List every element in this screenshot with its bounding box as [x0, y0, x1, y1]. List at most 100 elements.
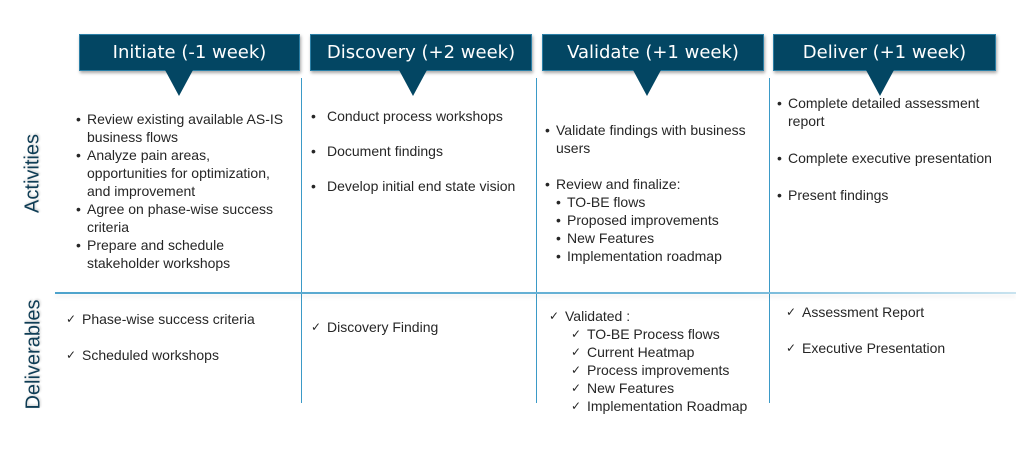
check-icon: ✓	[571, 381, 582, 395]
item-text: TO-BE flows	[567, 194, 646, 210]
deliverable-item: ✓ Process improvements	[549, 361, 769, 379]
activity-item: • Analyze pain areas, opportunities for o…	[76, 146, 291, 200]
item-text: Process improvements	[587, 362, 730, 378]
bullet-icon: •	[556, 194, 561, 210]
item-text: Complete executive presentation	[788, 150, 992, 166]
item-text: Conduct process workshops	[327, 108, 503, 124]
bullet-icon: •	[777, 150, 782, 166]
item-text: Scheduled workshops	[82, 347, 219, 363]
phase-header-deliver: Deliver (+1 week)	[773, 34, 996, 71]
deliverables-discovery: ✓ Discovery Finding	[311, 318, 531, 336]
item-text: Implementation roadmap	[567, 248, 722, 264]
check-icon: ✓	[571, 363, 582, 377]
check-icon: ✓	[66, 312, 77, 326]
item-text: Document findings	[327, 143, 443, 159]
item-text: Executive Presentation	[802, 340, 946, 356]
item-text: Validated :	[565, 308, 631, 324]
item-text: Complete detailed assessment report	[788, 95, 980, 129]
activity-item: • Review existing available AS-IS busines…	[76, 110, 291, 146]
deliverable-item: ✓ Executive Presentation	[786, 339, 1014, 357]
deliverable-item: ✓ Scheduled workshops	[66, 346, 296, 364]
activity-item: •New Features	[545, 229, 767, 247]
item-text: Assessment Report	[802, 304, 925, 320]
item-text: New Features	[567, 230, 655, 246]
activity-item: • Complete executive presentation	[777, 149, 1013, 167]
phase-pointer-deliver	[866, 70, 894, 96]
bullet-icon: •	[545, 176, 550, 192]
check-icon: ✓	[571, 345, 582, 359]
item-text: Discovery Finding	[327, 319, 439, 335]
activity-item: • Complete detailed assessment report	[777, 94, 1013, 130]
check-icon: ✓	[571, 327, 582, 341]
check-icon: ✓	[311, 320, 322, 334]
phase-title: Deliver (+1 week)	[802, 42, 967, 63]
item-text: Implementation Roadmap	[587, 398, 748, 414]
column-divider	[536, 78, 537, 403]
deliverable-item: ✓ Current Heatmap	[549, 343, 769, 361]
activity-item: • Develop initial end state vision	[311, 177, 531, 195]
row-label-activities: Activities	[21, 134, 44, 213]
phase-pointer-discovery	[399, 70, 427, 96]
deliverables-deliver: ✓ Assessment Report ✓ Executive Presentatio…	[786, 303, 1014, 357]
activity-item: •Proposed improvements	[545, 211, 767, 229]
item-text: Review and finalize:	[556, 176, 681, 192]
deliverable-item: ✓ Phase-wise success criteria	[66, 310, 296, 328]
bullet-icon: •	[777, 95, 782, 111]
deliverable-item: ✓ Implementation Roadmap	[549, 397, 769, 415]
phase-title: Validate (+1 week)	[567, 42, 739, 63]
item-text: Analyze pain areas, opportunities for op…	[87, 147, 270, 199]
item-text: TO-BE Process flows	[587, 326, 720, 342]
item-text: Current Heatmap	[587, 344, 695, 360]
item-text: Phase-wise success criteria	[82, 311, 255, 327]
bullet-icon: •	[76, 201, 81, 217]
deliverables-validate: ✓ Validated : ✓ TO-BE Process flows ✓ Current…	[549, 307, 769, 415]
item-text: New Features	[587, 380, 675, 396]
check-icon: ✓	[549, 309, 560, 323]
check-icon: ✓	[786, 305, 797, 319]
bullet-icon: •	[311, 108, 316, 124]
column-divider	[301, 78, 302, 403]
item-text: Review existing available AS-IS business…	[87, 111, 284, 145]
item-text: Develop initial end state vision	[327, 178, 516, 194]
bullet-icon: •	[777, 187, 782, 203]
activity-item: • TO-BE flows	[545, 193, 767, 211]
activities-initiate: • Review existing available AS-IS busines…	[76, 110, 291, 272]
activity-item: • Validate findings with business users	[545, 121, 767, 157]
deliverable-item: ✓ New Features	[549, 379, 769, 397]
deliverable-item: ✓ Assessment Report	[786, 303, 1014, 321]
check-icon: ✓	[571, 399, 582, 413]
activity-item: •Document findings	[311, 142, 531, 160]
activity-item: • Present findings	[777, 186, 1013, 204]
phase-pointer-validate	[633, 70, 661, 96]
deliverable-item: ✓ TO-BE Process flows	[549, 325, 769, 343]
deliverable-item: ✓ Validated :	[549, 307, 769, 325]
activities-discovery: •Conduct process workshops•Document find…	[311, 107, 531, 195]
bullet-icon: •	[556, 248, 561, 264]
bullet-icon: •	[311, 178, 316, 194]
phase-pointer-initiate	[165, 70, 193, 96]
activity-item: • Agree on phase-wise success criteria	[76, 200, 291, 236]
item-text: Validate findings with business users	[556, 122, 746, 156]
activity-item: •Prepare and schedule stakeholder worksh…	[76, 236, 291, 272]
check-icon: ✓	[786, 341, 797, 355]
activity-item: • Conduct process workshops	[311, 107, 531, 125]
item-text: Present findings	[788, 187, 889, 203]
check-icon: ✓	[66, 348, 77, 362]
deliverable-item: ✓ Discovery Finding	[311, 318, 531, 336]
activity-item: • Review and finalize:	[545, 175, 767, 193]
phase-title: Discovery (+2 week)	[326, 42, 516, 63]
phase-title: Initiate (-1 week)	[112, 42, 267, 63]
phase-header-initiate: Initiate (-1 week)	[79, 34, 300, 71]
bullet-icon: •	[556, 212, 561, 228]
item-text: Agree on phase-wise success criteria	[87, 201, 273, 235]
row-divider	[55, 292, 1016, 294]
bullet-icon: •	[76, 147, 81, 163]
bullet-icon: •	[76, 111, 81, 127]
bullet-icon: •	[76, 237, 81, 253]
deliverables-initiate: ✓ Phase-wise success criteria ✓ Scheduled w…	[66, 310, 296, 364]
bullet-icon: •	[545, 122, 550, 138]
column-divider	[769, 78, 770, 403]
activity-item: • Implementation roadmap	[545, 247, 767, 265]
phase-header-discovery: Discovery (+2 week)	[310, 34, 532, 71]
row-label-deliverables: Deliverables	[22, 299, 45, 410]
